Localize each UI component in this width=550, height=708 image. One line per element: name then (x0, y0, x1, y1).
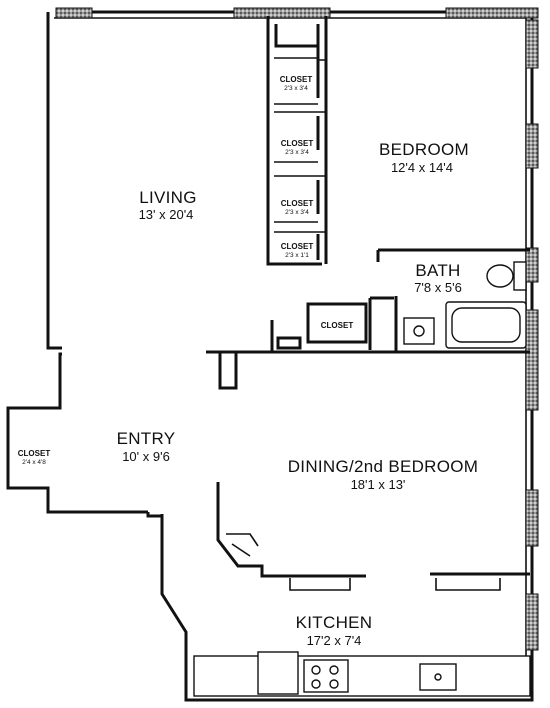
window-right-5 (525, 489, 539, 547)
closet-3-dims: 2'3 x 3'4 (285, 209, 309, 216)
fridge (257, 651, 299, 695)
kitchen-counter (193, 655, 531, 697)
entry-dims: 10' x 9'6 (122, 449, 170, 464)
closet-5-name: CLOSET (321, 321, 354, 330)
interior-walls (206, 16, 530, 591)
window-right-3 (525, 247, 539, 283)
window-right-4 (525, 309, 539, 411)
stove (303, 659, 349, 693)
windows (55, 7, 539, 651)
living-name: LIVING (139, 188, 197, 207)
living-dims: 13' x 20'4 (139, 207, 194, 222)
kitchen-name: KITCHEN (296, 613, 373, 632)
bedroom-name: BEDROOM (379, 140, 469, 159)
closet-6-name: CLOSET (18, 449, 51, 458)
closet-labels: CLOSET 2'3 x 3'4 CLOSET 2'3 x 3'4 CLOSET… (18, 75, 354, 466)
closet-1-name: CLOSET (280, 75, 313, 84)
closet-4-name: CLOSET (281, 242, 314, 251)
bath-name: BATH (415, 261, 460, 280)
entry-name: ENTRY (117, 429, 176, 448)
window-right-1 (525, 19, 539, 69)
closet-2-name: CLOSET (281, 139, 314, 148)
bedroom-dims: 12'4 x 14'4 (391, 160, 453, 175)
dining-dims: 18'1 x 13' (351, 477, 406, 492)
fixtures (193, 261, 531, 697)
closet-1-dims: 2'3 x 3'4 (284, 85, 308, 92)
toilet (486, 264, 514, 288)
window-top-left (55, 7, 93, 19)
kitchen-dims: 17'2 x 7'4 (307, 633, 362, 648)
room-labels: LIVING 13' x 20'4 BEDROOM 12'4 x 14'4 BA… (117, 140, 479, 648)
closet-6-dims: 2'4 x 4'8 (22, 459, 46, 466)
bath-dims: 7'8 x 5'6 (414, 280, 462, 295)
closet-3-name: CLOSET (281, 199, 314, 208)
window-right-2 (525, 123, 539, 169)
window-right-6 (525, 593, 539, 651)
window-top-right (445, 7, 539, 19)
closet-2-dims: 2'3 x 3'4 (285, 149, 309, 156)
exterior-walls (6, 10, 534, 702)
closet-4-dims: 2'3 x 1'1 (285, 252, 309, 259)
dining-name: DINING/2nd BEDROOM (288, 457, 479, 476)
window-top-mid (233, 7, 331, 19)
